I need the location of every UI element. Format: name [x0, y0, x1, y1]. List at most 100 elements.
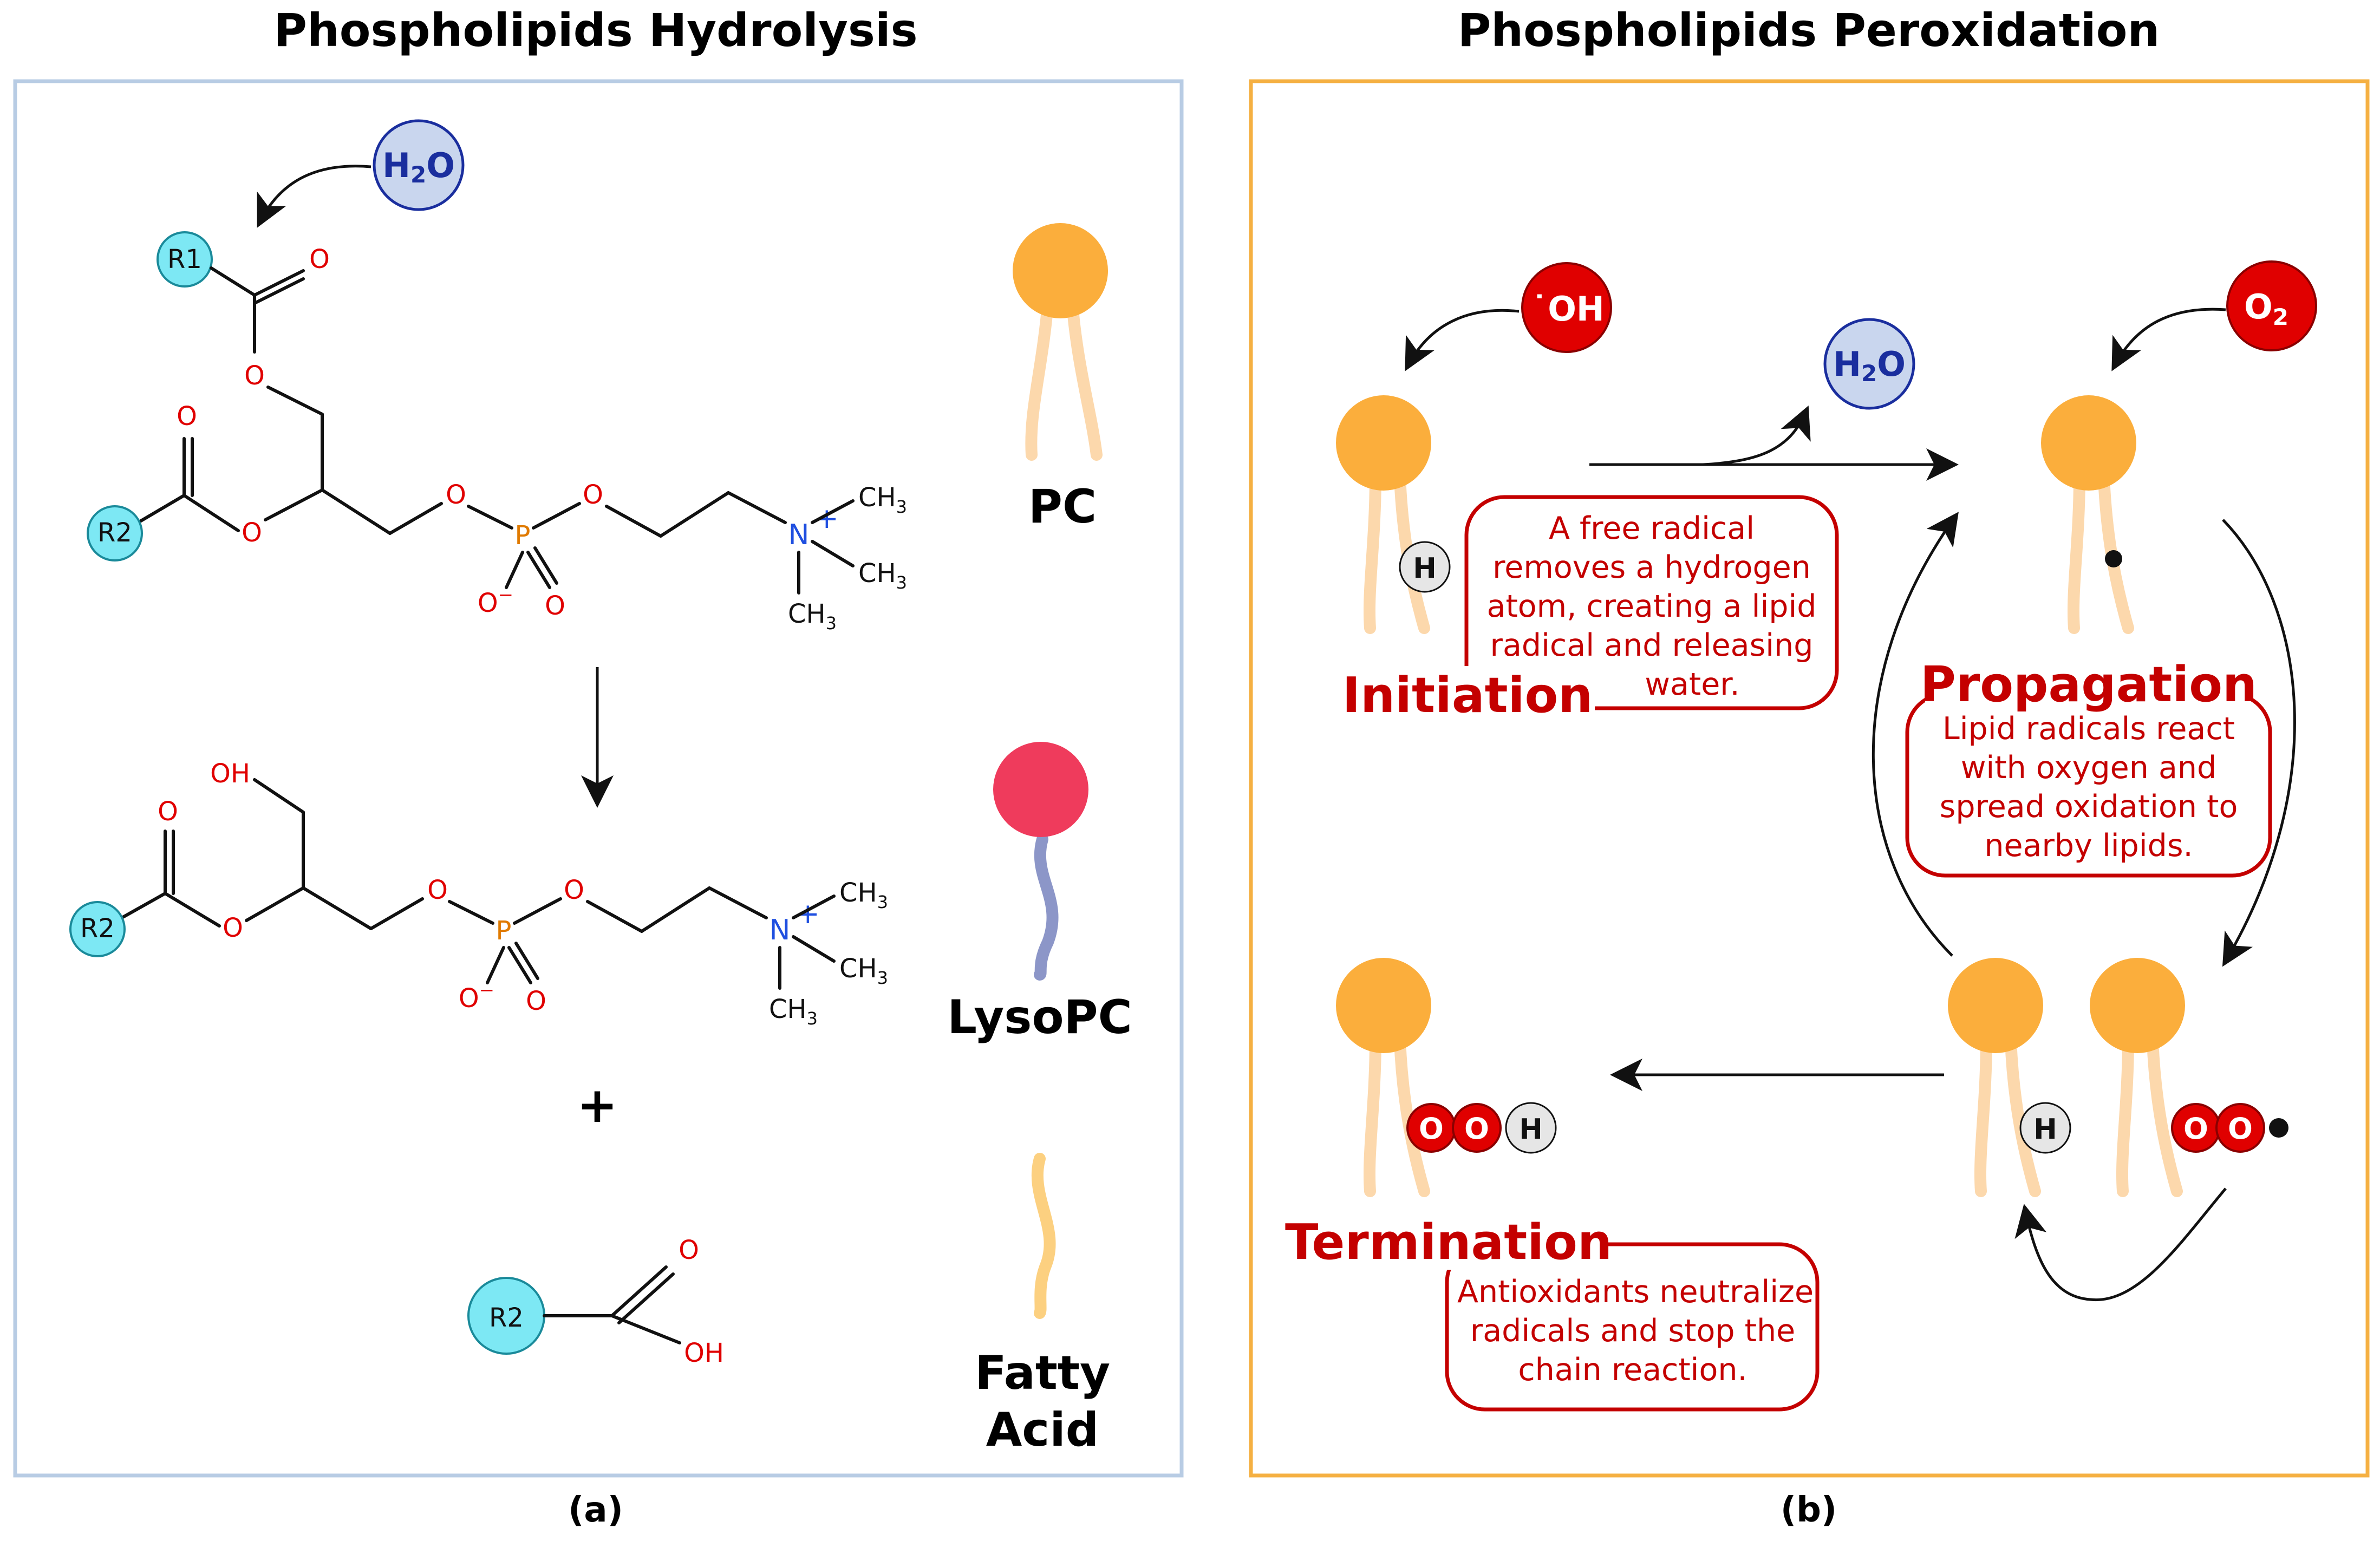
fatty-acid-structure: R2 O OH [467, 1235, 724, 1368]
svg-text:Antioxidants neutralize: Antioxidants neutralize [1457, 1274, 1814, 1310]
propagation-lipid [2041, 395, 2136, 634]
propagation-note: Propagation Lipid radicals react with ox… [1905, 655, 2272, 878]
lysopc-structure: OH O O R2 O P O N + CH3 CH3 CH3 O− O [69, 759, 888, 1029]
svg-text:˙OH: ˙OH [1531, 289, 1605, 329]
svg-text:R2: R2 [97, 518, 132, 548]
svg-text:H2O: H2O [1833, 344, 1906, 387]
svg-text:O−: O− [478, 584, 513, 618]
peroxyl-radical-lipid: O O [2090, 958, 2288, 1197]
svg-text:with oxygen and: with oxygen and [1961, 750, 2216, 786]
svg-text:radical and releasing: radical and releasing [1490, 628, 1814, 663]
svg-text:O: O [427, 875, 448, 905]
svg-text:O: O [244, 361, 265, 391]
svg-text:CH3: CH3 [858, 558, 907, 593]
svg-text:R2: R2 [80, 913, 115, 944]
legend-fatty-acid: Fatty Acid [975, 1153, 1110, 1457]
svg-text:P: P [515, 520, 531, 551]
svg-text:CH3: CH3 [839, 954, 888, 988]
svg-text:PC: PC [1028, 480, 1097, 534]
radical-dot [2105, 550, 2122, 567]
svg-text:nearby lipids.: nearby lipids. [1984, 828, 2193, 864]
oxygen-atom: O [1452, 1103, 1502, 1153]
svg-text:H: H [1519, 1113, 1543, 1146]
svg-text:water.: water. [1645, 667, 1739, 702]
left-panel-frame [13, 79, 1184, 1478]
svg-text:atom, creating a lipid: atom, creating a lipid [1487, 589, 1817, 624]
svg-text:H: H [2033, 1113, 2057, 1146]
left-panel-title: Phospholipids Hydrolysis [273, 4, 917, 57]
svg-text:Fatty: Fatty [975, 1346, 1110, 1400]
water-release-arrow [1703, 405, 1811, 466]
svg-text:Lipid radicals react: Lipid radicals react [1942, 711, 2235, 747]
legend-lysopc: LysoPC [947, 742, 1132, 1044]
termination-lipid: O O H [1336, 958, 1557, 1197]
svg-text:CH3: CH3 [839, 878, 888, 912]
svg-text:O: O [309, 244, 330, 275]
oxygen-atom: O [1406, 1103, 1456, 1153]
right-panel-frame [1249, 79, 2370, 1478]
r1-group [157, 231, 213, 288]
initiation-lipid: H [1336, 395, 1451, 634]
svg-text:O: O [1419, 1112, 1444, 1146]
initiation-note: Initiation A free radical removes a hydr… [1342, 495, 1839, 726]
right-panel-caption: (b) [1781, 1490, 1837, 1530]
svg-text:O: O [158, 796, 178, 827]
svg-text:Propagation: Propagation [1920, 656, 2257, 713]
hydroxyl-radical-bubble: ˙OH [1521, 262, 1612, 353]
svg-text:CH3: CH3 [858, 482, 907, 517]
oxygen-atom: O [2171, 1103, 2221, 1153]
plus-sign: + [577, 1077, 617, 1134]
svg-text:chain reaction.: chain reaction. [1518, 1352, 1747, 1388]
svg-text:removes a hydrogen: removes a hydrogen [1492, 550, 1811, 585]
left-panel-caption: (a) [568, 1490, 623, 1530]
svg-text:O: O [177, 401, 197, 432]
oxygen-bubble: O2 [2226, 260, 2317, 351]
right-panel-title: Phospholipids Peroxidation [1458, 4, 2160, 57]
svg-text:A free radical: A free radical [1549, 511, 1755, 546]
hydroxyl-attack-arrow [1405, 309, 1520, 371]
svg-text:O: O [679, 1235, 699, 1265]
hydrogen-atom: H [2019, 1102, 2071, 1154]
svg-text:R2: R2 [489, 1303, 524, 1333]
svg-text:Initiation: Initiation [1342, 667, 1593, 724]
r2-group [69, 901, 126, 957]
svg-text:OH: OH [684, 1338, 724, 1368]
oxygen-atom: O [2215, 1103, 2265, 1153]
svg-text:CH3: CH3 [788, 599, 837, 634]
svg-text:O: O [2228, 1112, 2253, 1146]
svg-text:O: O [564, 875, 584, 905]
svg-text:OH: OH [210, 759, 250, 789]
water-product-bubble: H2O [1823, 318, 1915, 410]
svg-text:O: O [1464, 1112, 1489, 1146]
svg-text:N: N [788, 519, 810, 551]
hydrogen-atom: H [1505, 1102, 1557, 1154]
svg-text:H: H [1413, 552, 1437, 585]
svg-text:O: O [2183, 1112, 2208, 1146]
water-reagent-bubble: H2O [373, 119, 465, 211]
svg-text:O2: O2 [2244, 287, 2288, 330]
pc-structure: R1 O O O O R2 O P O N + CH3 CH3 CH3 [87, 231, 907, 634]
svg-text:O: O [526, 986, 546, 1016]
svg-text:N: N [770, 914, 791, 946]
hydrogen-atom: H [1399, 541, 1451, 593]
svg-text:O: O [223, 913, 243, 943]
termination-note: Termination Antioxidants neutralize radi… [1285, 1213, 1820, 1412]
cycle-arrow-right [2222, 519, 2296, 967]
water-attack-arrow [257, 165, 371, 228]
svg-text:CH3: CH3 [769, 994, 818, 1029]
svg-text:Acid: Acid [986, 1403, 1099, 1457]
svg-text:spread oxidation to: spread oxidation to [1940, 789, 2238, 825]
svg-text:H2O: H2O [382, 146, 455, 188]
oxygen-attack-arrow [2111, 308, 2226, 371]
svg-text:P: P [496, 916, 512, 946]
svg-text:R1: R1 [167, 244, 202, 275]
r2-group [87, 505, 143, 561]
svg-text:O: O [242, 518, 262, 548]
svg-text:Termination: Termination [1285, 1214, 1612, 1271]
legend-pc: PC [1013, 223, 1108, 534]
cycle-arrow-left [1872, 512, 1959, 957]
svg-text:O: O [583, 480, 603, 510]
svg-text:LysoPC: LysoPC [947, 990, 1132, 1044]
svg-text:O−: O− [459, 980, 494, 1014]
